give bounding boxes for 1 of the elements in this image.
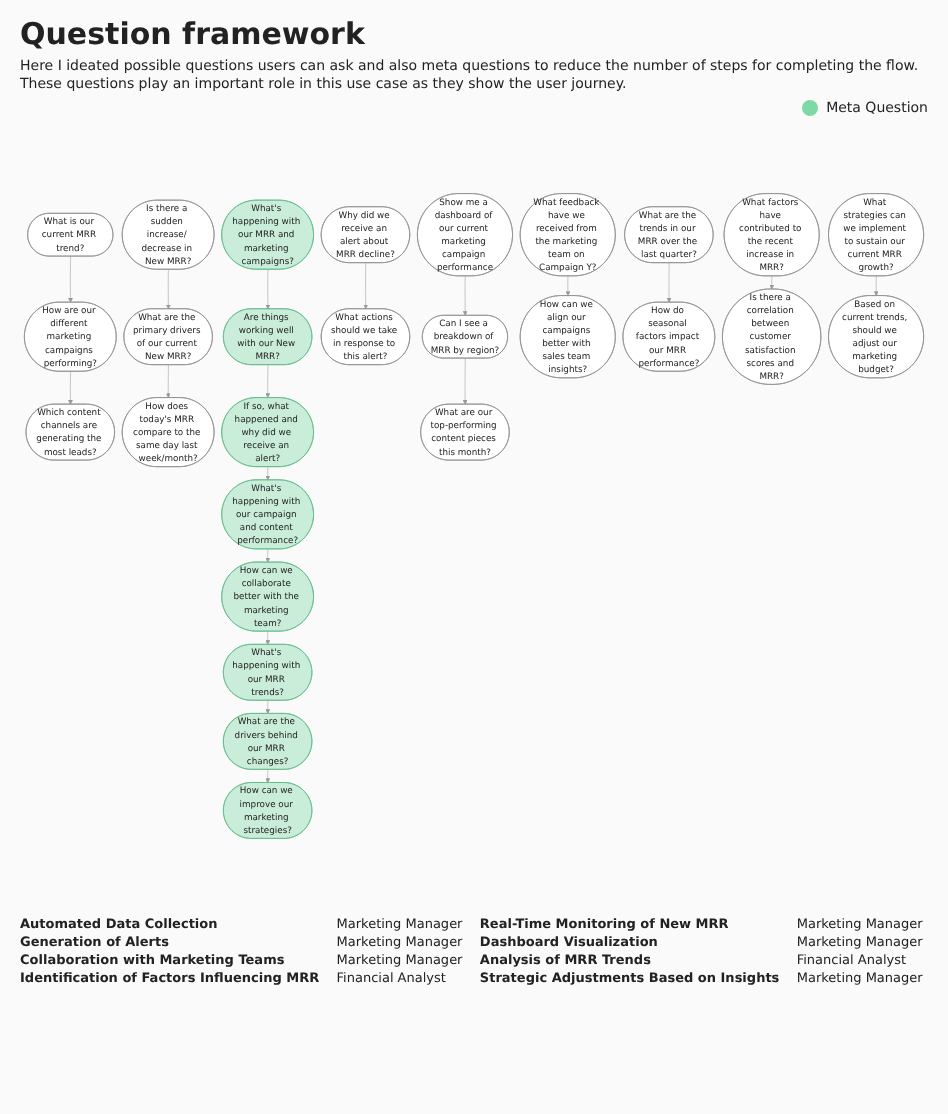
title: Question framework bbox=[20, 16, 367, 52]
